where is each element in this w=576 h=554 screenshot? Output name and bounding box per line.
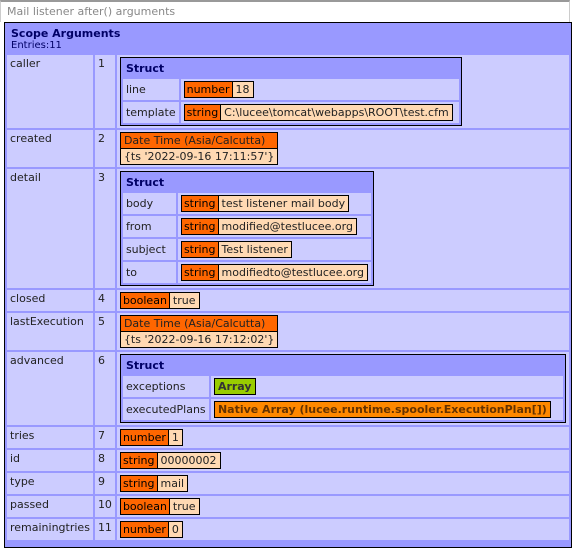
- row-key[interactable]: tries: [7, 427, 93, 448]
- row-index: 1: [94, 55, 115, 128]
- native-array-label[interactable]: Native Array (lucee.runtime.spooler.Exec…: [213, 401, 551, 418]
- datetime-value: {ts '2022-09-16 17:12:02'}: [120, 332, 278, 347]
- string-type-label[interactable]: string: [183, 104, 222, 121]
- struct-header[interactable]: Struct: [122, 60, 459, 77]
- row-key[interactable]: type: [7, 473, 93, 494]
- row-index: 2: [94, 130, 115, 167]
- table-row: lastExecution 5 Date Time (Asia/Calcutta…: [7, 313, 569, 350]
- struct-key-exceptions[interactable]: exceptions: [122, 376, 209, 397]
- row-index: 7: [94, 427, 115, 448]
- row-index: 9: [94, 473, 115, 494]
- struct-key-subject[interactable]: subject: [122, 239, 176, 260]
- row-key[interactable]: detail: [7, 169, 93, 288]
- template-value: C:\lucee\tomcat\webapps\ROOT\test.cfm: [221, 104, 453, 121]
- struct-key-from[interactable]: from: [122, 216, 176, 237]
- row-key[interactable]: remainingtries: [7, 519, 93, 540]
- datetime-type-label[interactable]: Date Time (Asia/Calcutta): [120, 316, 278, 332]
- scope-arguments-panel: Scope Arguments Entries:11 caller 1 Stru…: [4, 22, 572, 548]
- row-key[interactable]: id: [7, 450, 93, 471]
- scope-header[interactable]: Scope Arguments Entries:11: [7, 25, 569, 53]
- string-type-label[interactable]: string: [180, 195, 219, 212]
- boolean-type-label[interactable]: boolean: [119, 498, 170, 515]
- row-value: Date Time (Asia/Calcutta) {ts '2022-09-1…: [116, 313, 569, 350]
- from-value: modified@testlucee.org: [218, 218, 357, 235]
- row-index: 3: [94, 169, 115, 288]
- advanced-struct: Struct exceptions Array executedPlans Na…: [119, 354, 566, 423]
- boolean-type-label[interactable]: boolean: [119, 292, 170, 309]
- tries-value: 1: [168, 429, 183, 446]
- datetime-type-label[interactable]: Date Time (Asia/Calcutta): [120, 133, 278, 149]
- row-key[interactable]: closed: [7, 290, 93, 311]
- row-index: 8: [94, 450, 115, 471]
- struct-header[interactable]: Struct: [122, 174, 371, 191]
- array-label[interactable]: Array: [213, 378, 256, 395]
- string-type-label[interactable]: string: [180, 218, 219, 235]
- number-type-label[interactable]: number: [183, 81, 233, 98]
- row-index: 5: [94, 313, 115, 350]
- row-index: 6: [94, 352, 115, 425]
- struct-key-line[interactable]: line: [122, 79, 179, 100]
- number-type-label[interactable]: number: [119, 521, 169, 538]
- row-key[interactable]: passed: [7, 496, 93, 517]
- table-row: created 2 Date Time (Asia/Calcutta) {ts …: [7, 130, 569, 167]
- struct-key-template[interactable]: template: [122, 102, 179, 123]
- table-row: advanced 6 Struct exceptions Array execu…: [7, 352, 569, 425]
- row-key[interactable]: created: [7, 130, 93, 167]
- row-index: 4: [94, 290, 115, 311]
- scope-title: Scope Arguments: [11, 27, 121, 40]
- string-type-label[interactable]: string: [180, 241, 219, 258]
- to-value: modifiedto@testlucee.org: [218, 264, 368, 281]
- subject-value: Test listener: [218, 241, 292, 258]
- entries-count: Entries:11: [11, 40, 62, 51]
- struct-key-executedplans[interactable]: executedPlans: [122, 399, 209, 420]
- closed-value: true: [169, 292, 200, 309]
- string-type-label[interactable]: string: [119, 452, 158, 469]
- row-key[interactable]: caller: [7, 55, 93, 128]
- struct-key-body[interactable]: body: [122, 193, 176, 214]
- row-key[interactable]: advanced: [7, 352, 93, 425]
- type-value: mail: [157, 475, 189, 492]
- row-index: 11: [94, 519, 115, 540]
- scope-table: Scope Arguments Entries:11 caller 1 Stru…: [5, 23, 571, 542]
- line-value: 18: [232, 81, 254, 98]
- string-type-label[interactable]: string: [180, 264, 219, 281]
- window-title: Mail listener after() arguments: [0, 0, 570, 22]
- datetime-value: {ts '2022-09-16 17:11:57'}: [120, 149, 278, 164]
- id-value: 00000002: [157, 452, 221, 469]
- datetime-box: Date Time (Asia/Calcutta) {ts '2022-09-1…: [119, 315, 279, 348]
- number-type-label[interactable]: number: [119, 429, 169, 446]
- struct-key-to[interactable]: to: [122, 262, 176, 283]
- row-value: Date Time (Asia/Calcutta) {ts '2022-09-1…: [116, 130, 569, 167]
- row-value: Struct exceptions Array executedPlans Na…: [116, 352, 569, 425]
- remainingtries-value: 0: [168, 521, 183, 538]
- row-index: 10: [94, 496, 115, 517]
- row-key[interactable]: lastExecution: [7, 313, 93, 350]
- passed-value: true: [169, 498, 200, 515]
- struct-header[interactable]: Struct: [122, 357, 563, 374]
- string-type-label[interactable]: string: [119, 475, 158, 492]
- body-value: test listener mail body: [218, 195, 350, 212]
- datetime-box: Date Time (Asia/Calcutta) {ts '2022-09-1…: [119, 132, 279, 165]
